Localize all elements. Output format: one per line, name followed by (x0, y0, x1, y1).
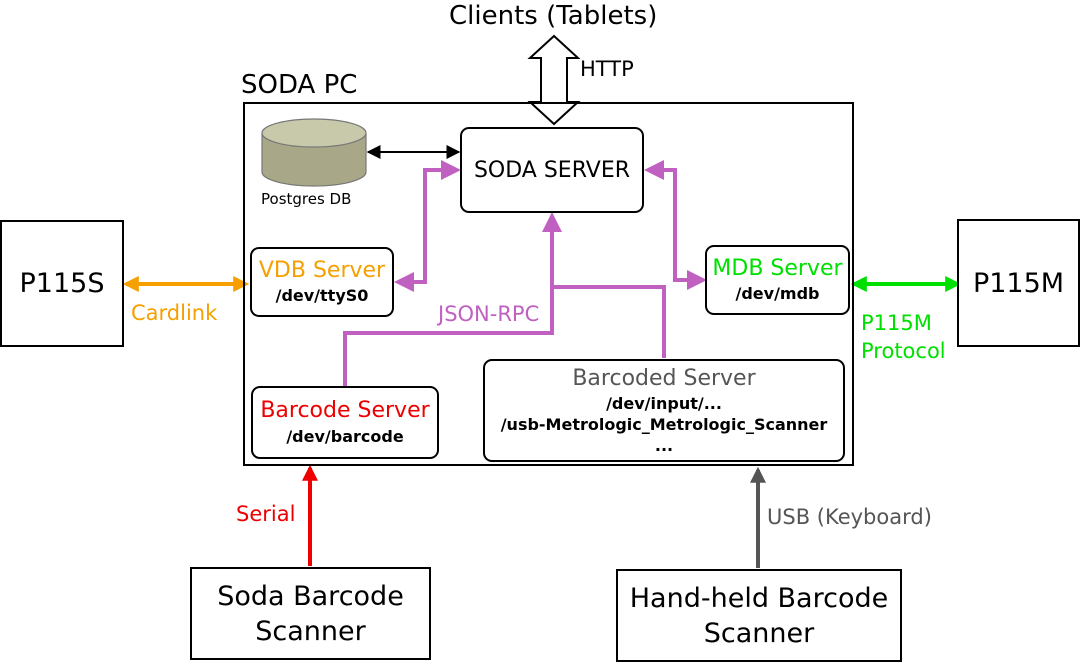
soda-pc-container (243, 102, 854, 466)
vdb-to-server-line (394, 160, 461, 292)
handheld-barcode-scanner-box[interactable]: Hand-held Barcode Scanner (616, 569, 902, 662)
mdb-server-label: MDB Server (712, 256, 843, 281)
vdb-server-label: VDB Server (258, 258, 386, 283)
barcoded-server-box[interactable]: Barcoded Server /dev/input/... /usb-Metr… (483, 359, 845, 462)
soda-server-box[interactable]: SODA SERVER (460, 127, 644, 213)
p115s-box[interactable]: P115S (0, 220, 124, 347)
usb-label: USB (Keyboard) (767, 505, 932, 529)
p115m-box[interactable]: P115M (957, 219, 1080, 347)
json-rpc-label: JSON-RPC (438, 302, 540, 326)
vdb-server-path: /dev/ttyS0 (275, 286, 369, 305)
p115m-protocol-line: Protocol (861, 339, 946, 363)
barcode-server-label: Barcode Server (260, 398, 430, 423)
postgres-db-label: Postgres DB (261, 190, 352, 208)
barcoded-server-path-line: ... (654, 435, 674, 455)
soda-scanner-line: Scanner (255, 615, 366, 647)
clients-title: Clients (Tablets) (449, 1, 658, 31)
barcode-server-path: /dev/barcode (286, 427, 404, 446)
soda-barcode-scanner-box[interactable]: Soda Barcode Scanner (190, 567, 431, 660)
mdb-server-box[interactable]: MDB Server /dev/mdb (705, 245, 850, 315)
handheld-scanner-line: Hand-held Barcode (629, 582, 889, 614)
serial-label: Serial (236, 502, 296, 526)
soda-server-label: SODA SERVER (473, 157, 631, 183)
postgres-db-icon (261, 118, 367, 187)
cardlink-label: Cardlink (131, 301, 218, 325)
vdb-server-box[interactable]: VDB Server /dev/ttyS0 (250, 247, 394, 317)
barcoded-server-label: Barcoded Server (572, 365, 756, 391)
p115m-protocol-line: P115M (861, 311, 932, 335)
http-label: HTTP (580, 57, 634, 81)
soda-pc-title: SODA PC (241, 70, 358, 100)
p115m-protocol-label: P115M Protocol (861, 309, 946, 365)
mdb-server-path: /dev/mdb (735, 284, 820, 303)
barcode-to-server-line (343, 212, 562, 386)
mdb-to-server-line (644, 160, 707, 290)
barcoded-server-path-line: /dev/input/... (606, 393, 722, 413)
p115m-label: P115M (972, 267, 1065, 299)
handheld-scanner-line: Scanner (703, 617, 815, 649)
barcoded-server-path-line: /usb-Metrologic_Metrologic_Scanner (500, 414, 828, 434)
soda-scanner-line: Soda Barcode (217, 580, 404, 612)
p115s-label: P115S (19, 268, 105, 299)
barcoded-to-server-line (552, 285, 666, 358)
barcode-server-box[interactable]: Barcode Server /dev/barcode (251, 386, 439, 459)
